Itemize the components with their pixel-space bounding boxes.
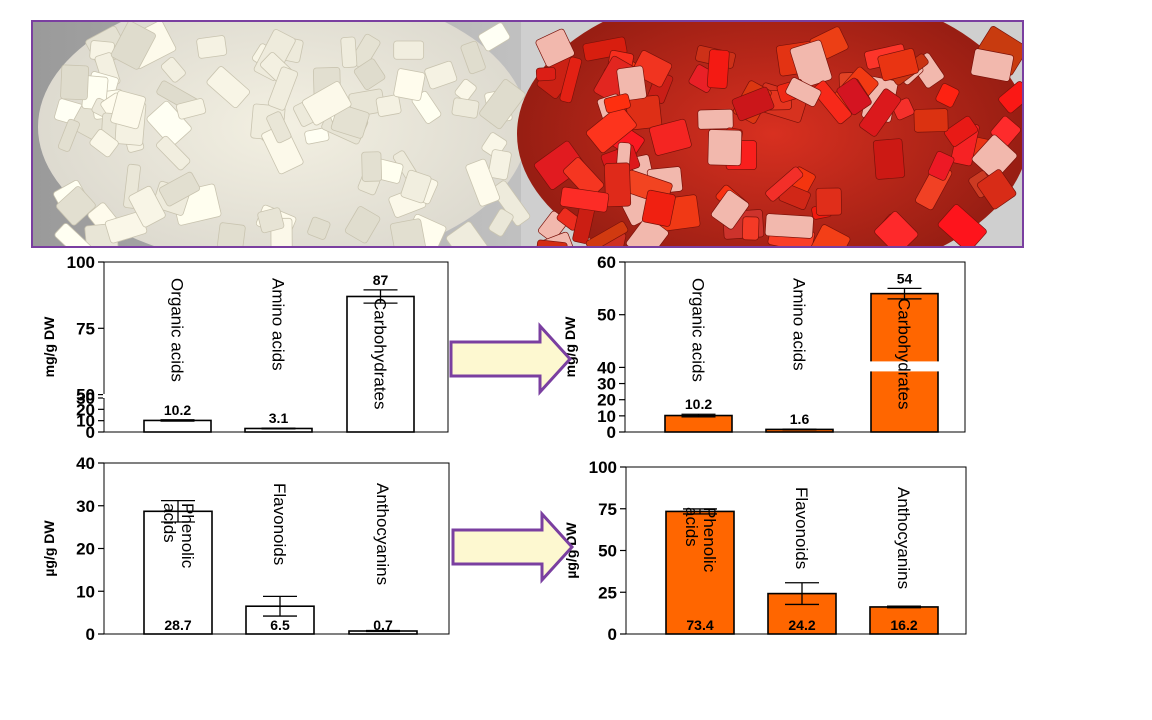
y-tick-label: 50	[597, 306, 616, 325]
data-label: 3.1	[269, 410, 289, 426]
y-tick-label: 30	[597, 375, 616, 394]
y-axis-label: mg/g DW	[41, 316, 57, 377]
category-label-text: Carbohydrates	[895, 298, 914, 410]
category-label-text: Anthocyanins	[373, 483, 392, 585]
category-label-text: Organic acids	[689, 278, 708, 382]
data-label: 10.2	[164, 402, 191, 418]
category-label: Amino acids	[790, 278, 809, 371]
category-label-text: Carbohydrates	[371, 298, 390, 410]
category-label-text: Flavonoids	[792, 487, 811, 569]
y-tick-label: 75	[76, 319, 95, 338]
y-tick-label: 20	[76, 400, 95, 419]
category-label: Amino acids	[269, 278, 288, 371]
category-label: Flavonoids	[792, 487, 811, 569]
bar	[664, 414, 733, 433]
data-label: 24.2	[788, 617, 815, 633]
y-tick-label: 10	[597, 407, 616, 426]
bar	[143, 510, 213, 635]
y-tick-label: 10	[76, 412, 95, 431]
y-tick-label: 100	[589, 458, 617, 477]
data-label: 54	[897, 270, 913, 286]
y-tick-label: 20	[597, 391, 616, 410]
bar	[346, 295, 415, 433]
category-label: Anthocyanins	[894, 487, 913, 589]
category-label: Carbohydrates	[371, 298, 390, 410]
data-label: 87	[373, 272, 389, 288]
bar	[143, 419, 212, 433]
y-tick-label: 25	[598, 583, 617, 602]
data-label: 0.7	[373, 617, 393, 633]
category-label: Flavonoids	[270, 483, 289, 565]
category-label: Organic acids	[689, 278, 708, 382]
y-tick-label: 0	[607, 423, 616, 442]
data-label: 28.7	[164, 617, 191, 633]
y-tick-label: 10	[76, 582, 95, 601]
category-label-line: Phenolic	[178, 503, 197, 569]
y-tick-label: 0	[86, 423, 95, 442]
data-label: 6.5	[270, 617, 290, 633]
y-tick-label: 50	[598, 542, 617, 561]
category-label-line: acids	[160, 503, 179, 543]
y-tick-label: 0	[608, 625, 617, 644]
y-tick-label: 30	[76, 497, 95, 516]
y-tick-label: 100	[67, 253, 95, 272]
category-label-text: Organic acids	[168, 278, 187, 382]
y-tick-label: 20	[76, 540, 95, 559]
y-tick-label: 40	[76, 454, 95, 473]
y-tick-label: 30	[76, 389, 95, 408]
y-tick-label: 40	[597, 358, 616, 377]
data-label: 73.4	[686, 617, 713, 633]
onion-photo-panel	[31, 20, 1024, 248]
axis-break	[869, 361, 940, 372]
y-tick-label: 50	[76, 386, 95, 405]
right-arrow-icon	[451, 510, 575, 584]
y-tick-label: 60	[597, 253, 616, 272]
right-arrow-icon	[449, 322, 573, 396]
category-label: Anthocyanins	[373, 483, 392, 585]
axis-break	[103, 394, 106, 398]
category-label: Organic acids	[168, 278, 187, 382]
category-label: Carbohydrates	[895, 298, 914, 410]
category-label-line: Phenolic	[700, 507, 719, 573]
bar	[869, 606, 939, 635]
category-label-text: Flavonoids	[270, 483, 289, 565]
data-label: 16.2	[890, 617, 917, 633]
y-axis-label: µg/g DW	[41, 520, 57, 577]
category-label-line: acids	[682, 507, 701, 547]
data-label: 10.2	[685, 396, 712, 412]
y-tick-label: 75	[598, 500, 617, 519]
data-label: 1.6	[790, 411, 810, 427]
category-label-text: Amino acids	[790, 278, 809, 371]
onion-photo	[33, 22, 1022, 246]
category-label-text: Amino acids	[269, 278, 288, 371]
y-tick-label: 0	[86, 625, 95, 644]
category-label-text: Anthocyanins	[894, 487, 913, 589]
bar	[665, 510, 735, 635]
